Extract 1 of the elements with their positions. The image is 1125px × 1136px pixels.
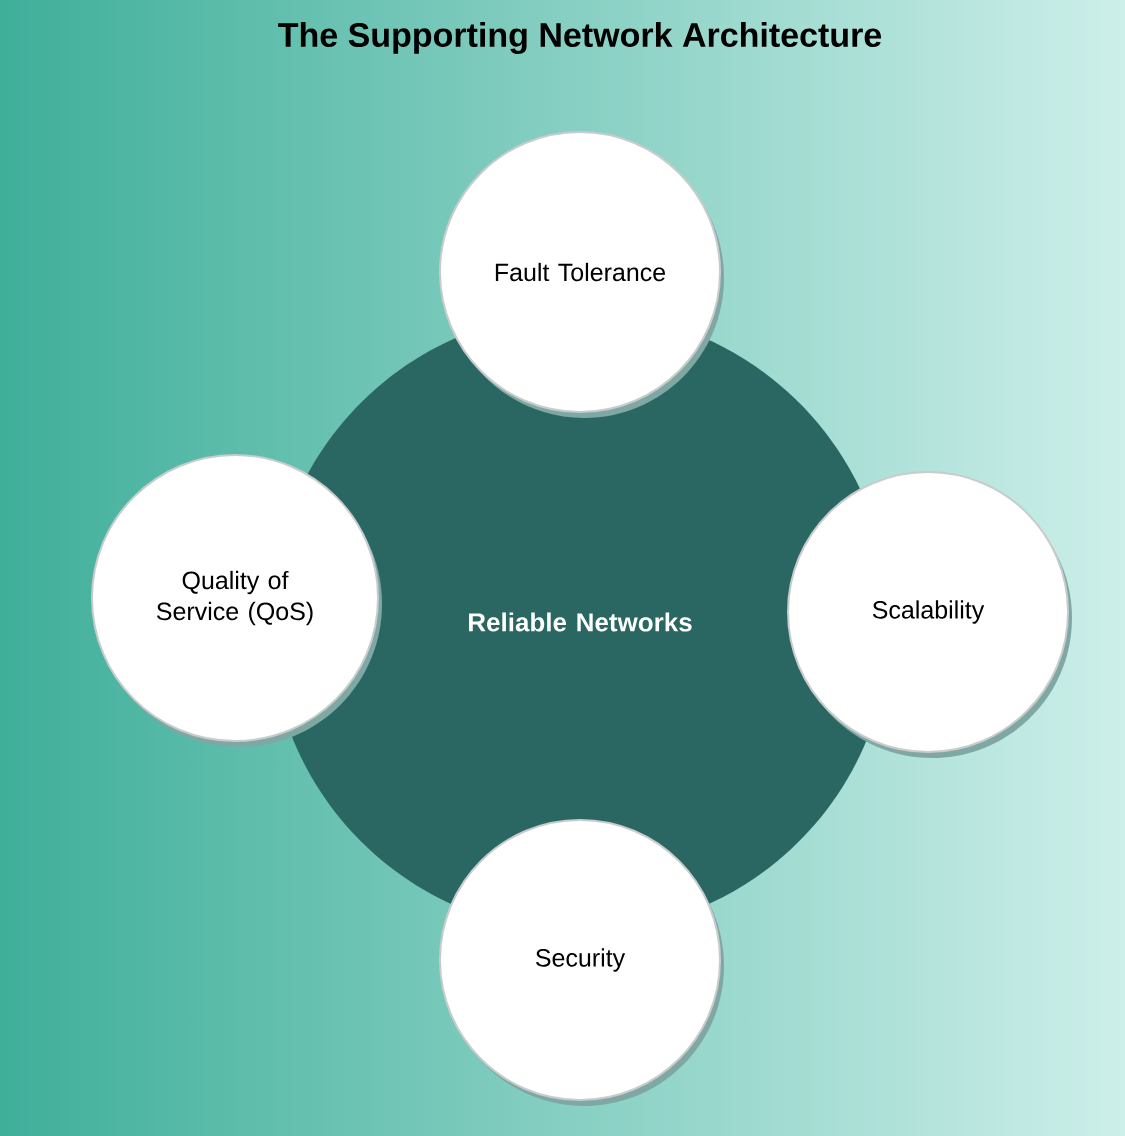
title: The Supporting Network Architecture: [278, 22, 882, 54]
